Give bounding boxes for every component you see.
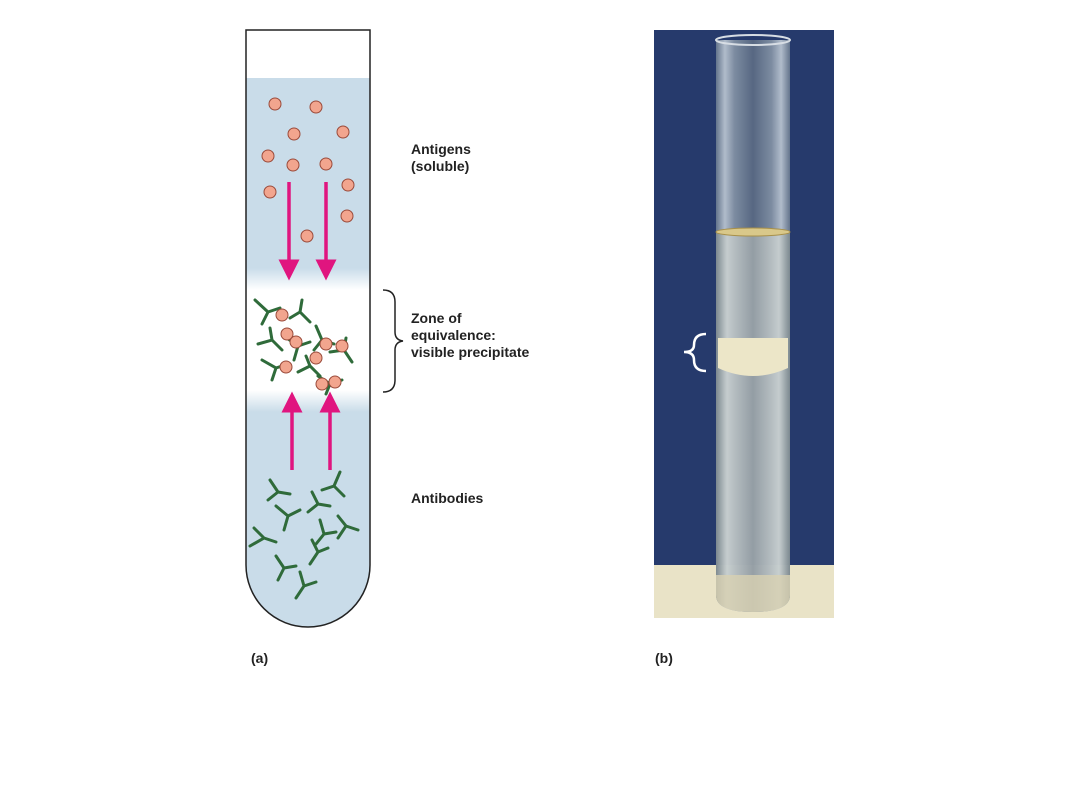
tube-rim	[715, 34, 791, 46]
antibody-y-icon	[314, 518, 338, 546]
antibody-y-icon	[274, 504, 302, 532]
antigen-particle-icon	[319, 337, 333, 351]
antibody-y-icon	[288, 298, 312, 324]
antibody-y-icon	[336, 514, 360, 540]
antibody-molecules	[248, 470, 360, 600]
antibody-y-icon	[248, 526, 278, 548]
antigen-particle-icon	[286, 158, 300, 172]
antibody-y-icon	[306, 490, 332, 514]
diffusion-arrows-down	[278, 182, 337, 281]
antibody-y-icon	[294, 570, 318, 600]
antigen-particle-icon	[287, 127, 301, 141]
antigen-particle-icon	[336, 125, 350, 139]
label-antigens: Antigens (soluble)	[411, 141, 471, 174]
antigen-particle-icon	[279, 360, 293, 374]
antibody-y-icon	[274, 554, 298, 582]
liquid-meniscus	[715, 227, 791, 237]
antigen-particle-icon	[340, 209, 354, 223]
antigen-particle-icon	[341, 178, 355, 192]
label-zone-of-equivalence: Zone of equivalence: visible precipitate	[411, 310, 530, 360]
label-antibodies: Antibodies	[411, 490, 484, 506]
antigen-particles	[261, 97, 355, 243]
tube-outline	[245, 29, 371, 628]
liquid-antibody-region	[246, 412, 370, 627]
antibody-y-icon	[296, 354, 322, 378]
antigen-particle-icon	[300, 229, 314, 243]
photo-bracket-icon	[683, 332, 707, 373]
antigen-particle-icon	[335, 339, 349, 353]
diffusion-arrows-up	[281, 391, 341, 470]
antigen-particle-icon	[315, 377, 329, 391]
antibody-y-icon	[320, 470, 346, 498]
bracket-icon	[382, 289, 404, 393]
antigen-particle-icon	[280, 327, 294, 341]
panel-a-label: (a)	[251, 650, 269, 666]
diagram-tube	[245, 29, 371, 628]
antibody-y-icon	[253, 298, 282, 326]
antibody-y-icon	[266, 478, 292, 502]
antigen-particle-icon	[319, 157, 333, 171]
antigen-particle-icon	[263, 185, 277, 199]
equivalence-zone	[246, 290, 370, 390]
photo-panel	[654, 30, 834, 618]
antigen-particle-icon	[289, 335, 303, 349]
antibody-y-icon	[308, 538, 330, 566]
antigen-particle-icon	[309, 100, 323, 114]
photo-tube-liquid	[716, 232, 790, 612]
precipitate-lattice	[253, 298, 354, 396]
antigen-particle-icon	[268, 97, 282, 111]
panel-b-label: (b)	[655, 650, 673, 666]
precipitate-band	[718, 338, 788, 376]
antigen-particle-icon	[275, 308, 289, 322]
antigen-particle-icon	[309, 351, 323, 365]
antibody-y-icon	[256, 326, 284, 352]
antigen-particle-icon	[328, 375, 342, 389]
antigen-particle-icon	[261, 149, 275, 163]
